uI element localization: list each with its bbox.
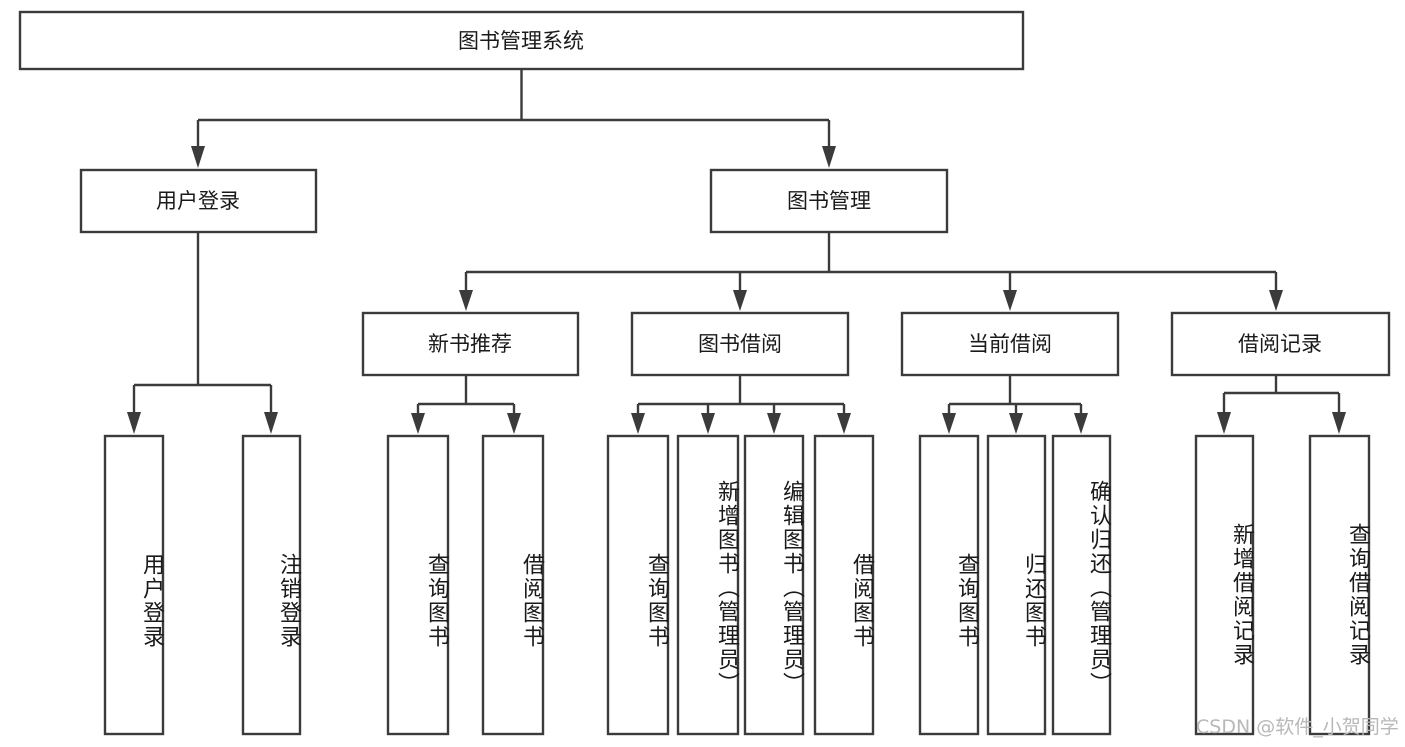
arrow-head-borrowrecords-leaf-1	[1217, 412, 1231, 434]
leaf-box-confirm-return-admin[interactable]	[1051, 434, 1112, 736]
arrow-head-currentborrow	[1003, 290, 1017, 311]
arrow-head-bookborrow-leaf-4	[837, 413, 851, 434]
node-new-book-recommend-label: 新书推荐	[428, 332, 512, 356]
node-borrow-records-box[interactable]	[1170, 311, 1391, 377]
node-root-label: 图书管理系统	[458, 29, 584, 53]
leaf-box-edit-book-admin[interactable]	[743, 434, 805, 736]
node-current-borrow-box[interactable]	[900, 311, 1120, 377]
arrow-head-borrowrecords	[1269, 290, 1283, 311]
node-current-borrow[interactable]: 当前借阅	[900, 311, 1120, 377]
leaf-box-return-book[interactable]	[986, 434, 1047, 736]
arrow-head-newbook-leaf-1	[411, 413, 425, 434]
arrow-head-currentborrow-leaf-2	[1009, 413, 1023, 434]
node-borrow-records[interactable]: 借阅记录	[1170, 311, 1391, 377]
arrow-head-newbook	[459, 290, 473, 311]
arrow-head-bookborrow-leaf-1	[631, 413, 645, 434]
leaf-box-query-book-recommend[interactable]	[386, 434, 450, 736]
node-user-login-box[interactable]	[79, 168, 318, 234]
connector-group-userlogin-to-leaves	[127, 232, 278, 434]
leaf-box-add-borrow-record[interactable]	[1194, 434, 1255, 736]
leaf-box-user-login[interactable]	[103, 434, 165, 736]
leaf-box-query-book-borrow[interactable]	[606, 434, 670, 736]
leaf-box-add-book-admin[interactable]	[676, 434, 740, 736]
leaf-boxes-group	[103, 434, 1371, 736]
node-root-box[interactable]	[18, 10, 1025, 71]
arrow-head-newbook-leaf-2	[507, 413, 521, 434]
connector-group-root-to-level2	[191, 69, 836, 168]
leaf-box-query-borrow-record[interactable]	[1308, 434, 1371, 736]
arrow-head-bookborrow-leaf-2	[701, 413, 715, 434]
leaf-box-borrow-book-recommend[interactable]	[481, 434, 545, 736]
leaf-box-logout[interactable]	[241, 434, 302, 736]
node-book-borrow-box[interactable]	[630, 311, 850, 377]
node-current-borrow-label: 当前借阅	[968, 332, 1052, 356]
connector-group-newbook-to-leaves	[411, 375, 521, 434]
node-root[interactable]: 图书管理系统	[18, 10, 1025, 71]
node-book-borrow[interactable]: 图书借阅	[630, 311, 850, 377]
connector-group-bookmgmt-to-level3	[459, 232, 1283, 311]
arrow-head-bookborrow-leaf-3	[767, 413, 781, 434]
node-user-login[interactable]: 用户登录	[79, 168, 318, 234]
node-book-management-box[interactable]	[709, 168, 949, 234]
arrow-head-user-login-leaf	[127, 412, 141, 434]
watermark-text: CSDN @软件_小贺同学	[1196, 716, 1399, 738]
node-book-borrow-label: 图书借阅	[698, 332, 782, 356]
arrow-head-currentborrow-leaf-3	[1074, 413, 1088, 434]
leaf-box-borrow-book[interactable]	[813, 434, 875, 736]
leaf-box-query-book-current[interactable]	[918, 434, 980, 736]
node-user-login-label: 用户登录	[156, 189, 240, 213]
arrow-head-bookborrow	[733, 290, 747, 311]
connector-group-bookborrow-to-leaves	[631, 375, 851, 434]
arrow-head-bookmgmt	[822, 146, 836, 168]
node-new-book-recommend[interactable]: 新书推荐	[361, 311, 580, 377]
node-new-book-recommend-box[interactable]	[361, 311, 580, 377]
arrow-head-borrowrecords-leaf-2	[1332, 412, 1346, 434]
arrow-head-logout-leaf	[264, 412, 278, 434]
node-book-management-label: 图书管理	[787, 189, 871, 213]
node-borrow-records-label: 借阅记录	[1238, 332, 1322, 356]
connector-group-borrowrecords-to-leaves	[1217, 375, 1346, 434]
arrow-head-currentborrow-leaf-1	[942, 413, 956, 434]
connector-group-currentborrow-to-leaves	[942, 375, 1088, 434]
arrow-head-userlogin	[191, 146, 205, 168]
node-book-management[interactable]: 图书管理	[709, 168, 949, 234]
